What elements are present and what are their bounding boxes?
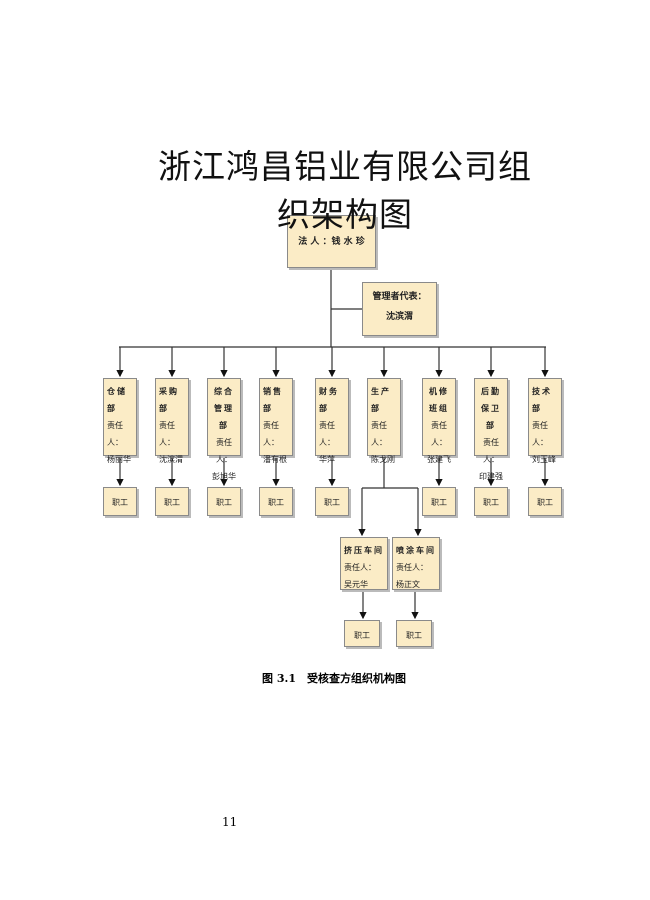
- staff-box: 职工: [396, 620, 432, 647]
- staff-box: 职工: [103, 487, 137, 516]
- box-name: 销售部: [263, 386, 283, 413]
- legal-representative-box: 法 人 ：钱 水 珍: [287, 215, 376, 268]
- box-resp: 责任人：: [396, 563, 428, 572]
- box-person: 潘有根: [263, 455, 287, 464]
- department-box: 销售部责任人： 潘有根: [259, 378, 293, 464]
- staff-box: 职工: [528, 487, 562, 516]
- department-box: 技术部责任人： 刘玉峰: [528, 378, 562, 464]
- manager-name: 沈滨渭: [385, 312, 413, 322]
- box-person: 张建飞: [427, 455, 451, 464]
- box-person: 陈戈刚: [371, 455, 395, 464]
- page-title: 浙江鸿昌铝业有限公司组织架构图: [158, 147, 532, 234]
- legal-representative-label: 法 人 ：钱 水 珍: [298, 237, 365, 247]
- box-person: 刘玉峰: [532, 455, 556, 464]
- box-name: 喷涂车间: [396, 545, 436, 555]
- box-person: 华萍: [319, 455, 335, 464]
- box-resp: 责任人：: [431, 421, 447, 447]
- box-resp: 责任人：: [159, 421, 175, 447]
- box-person: 杨正文: [396, 580, 420, 589]
- figure-caption: 图 3.1 受核查方组织机构图: [262, 672, 406, 685]
- department-box: 后勤保卫部责任人： 印建强: [474, 378, 508, 481]
- box-name: 采购部: [159, 386, 179, 413]
- department-box: 机修班组责任人： 张建飞: [422, 378, 456, 464]
- box-resp: 责任人：: [371, 421, 387, 447]
- staff-box: 职工: [259, 487, 293, 516]
- box-name: 后勤保卫部: [481, 386, 501, 430]
- department-box: 生产部责任人： 陈戈刚: [367, 378, 401, 464]
- manager-role: 管理者代表：: [372, 292, 427, 302]
- box-person: 印建强: [479, 472, 503, 481]
- box-person: 彭旭华: [212, 472, 236, 481]
- staff-box: 职工: [422, 487, 456, 516]
- box-name: 生产部: [371, 386, 391, 413]
- staff-box: 职工: [155, 487, 189, 516]
- department-box: 仓储部责任人： 杨丽华: [103, 378, 137, 464]
- box-resp: 责任人：: [107, 421, 123, 447]
- staff-box: 职工: [315, 487, 349, 516]
- box-name: 挤压车间: [344, 545, 384, 555]
- box-resp: 责任人：: [483, 438, 499, 464]
- box-name: 仓储部: [107, 386, 127, 413]
- box-resp: 责任人：: [216, 438, 232, 464]
- page-number: 11: [222, 815, 238, 829]
- box-person: 杨丽华: [107, 455, 131, 464]
- box-resp: 责任人：: [263, 421, 279, 447]
- workshop-box: 挤压车间责任人： 吴元华: [340, 537, 388, 590]
- box-person: 吴元华: [344, 580, 368, 589]
- box-resp: 责任人：: [344, 563, 376, 572]
- box-name: 财务部: [319, 386, 339, 413]
- box-resp: 责任人：: [532, 421, 548, 447]
- workshop-box: 喷涂车间责任人： 杨正文: [392, 537, 440, 590]
- department-box: 财务部责任人： 华萍: [315, 378, 349, 464]
- box-person: 沈滨渭: [159, 455, 183, 464]
- box-name: 综合管理部: [214, 386, 234, 430]
- staff-box: 职工: [207, 487, 241, 516]
- staff-box: 职工: [344, 620, 380, 647]
- management-representative-box: 管理者代表： 沈滨渭: [362, 282, 437, 336]
- staff-box: 职工: [474, 487, 508, 516]
- box-name: 技术部: [532, 386, 552, 413]
- box-resp: 责任人：: [319, 421, 335, 447]
- box-name: 机修班组: [429, 386, 449, 413]
- department-box: 综合管理部责任人： 彭旭华: [207, 378, 241, 481]
- department-box: 采购部责任人： 沈滨渭: [155, 378, 189, 464]
